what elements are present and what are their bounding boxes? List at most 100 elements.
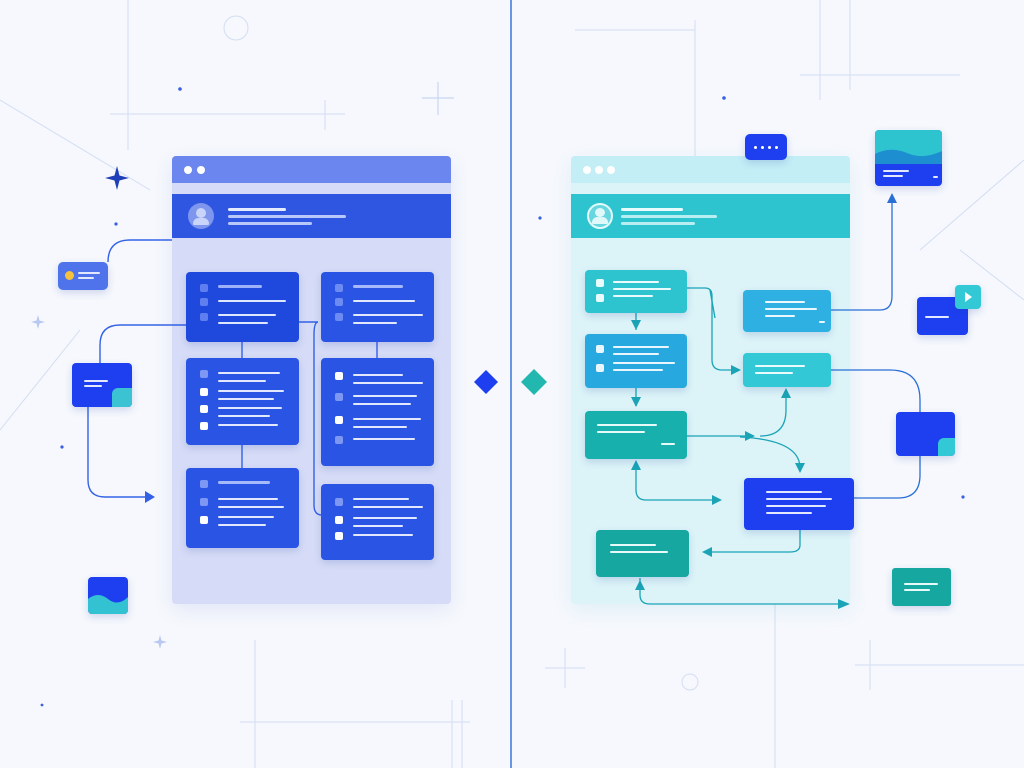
window-dot — [197, 166, 205, 174]
text-line — [613, 362, 675, 364]
left-window-header — [172, 194, 451, 238]
bullet — [200, 422, 208, 430]
text-line — [353, 517, 417, 519]
user-icon — [587, 203, 613, 229]
text-line — [353, 382, 423, 384]
card-a[interactable] — [186, 272, 299, 342]
text-line — [765, 315, 795, 317]
floating-note-card[interactable] — [72, 363, 132, 407]
text-line — [218, 372, 280, 374]
card-2[interactable] — [585, 334, 687, 388]
card-4[interactable] — [743, 290, 831, 332]
floating-pill[interactable] — [745, 134, 787, 160]
text-line — [218, 285, 262, 288]
text-line — [353, 314, 423, 316]
window-dot — [607, 166, 615, 174]
bullet — [335, 532, 343, 540]
text-line — [755, 365, 805, 367]
text-line — [755, 372, 793, 374]
bullet — [200, 480, 208, 488]
text-line — [218, 407, 282, 409]
floating-chip[interactable] — [58, 262, 108, 290]
text-line — [218, 300, 286, 302]
text-line — [353, 534, 413, 536]
text-line — [613, 353, 659, 355]
text-line — [613, 295, 653, 297]
bullet — [200, 516, 208, 524]
play-icon[interactable] — [955, 285, 981, 309]
card-1[interactable] — [585, 270, 687, 313]
text-line — [613, 369, 663, 371]
header-text-line — [621, 222, 695, 225]
text-line — [597, 424, 657, 426]
text-line — [904, 589, 930, 591]
text-line — [925, 316, 949, 318]
text-line — [218, 524, 266, 526]
text-line — [218, 322, 268, 324]
image-icon — [88, 577, 128, 614]
card-c[interactable] — [186, 358, 299, 445]
bullet — [200, 405, 208, 413]
floating-teal-card[interactable] — [892, 568, 951, 606]
bullet — [335, 298, 343, 306]
bullet — [335, 372, 343, 380]
text-line — [353, 506, 423, 508]
right-window-titlebar — [571, 156, 850, 183]
bullet — [335, 498, 343, 506]
text-line — [218, 516, 274, 518]
bullet — [200, 498, 208, 506]
diamond-icon — [474, 370, 498, 394]
header-text-line — [228, 215, 346, 218]
header-text-line — [621, 208, 683, 211]
text-line — [353, 285, 403, 288]
text-line — [766, 491, 822, 493]
bullet — [596, 364, 604, 372]
card-e[interactable] — [186, 468, 299, 548]
text-line — [218, 398, 274, 400]
text-line — [353, 395, 417, 397]
floating-square-card[interactable] — [896, 412, 955, 456]
bullet — [200, 370, 208, 378]
card-b[interactable] — [321, 272, 434, 342]
text-line — [353, 374, 403, 376]
bullet — [335, 436, 343, 444]
diamond-icon — [521, 369, 547, 395]
text-line — [218, 390, 284, 392]
card-f[interactable] — [321, 484, 434, 560]
text-line — [353, 426, 407, 428]
card-5[interactable] — [743, 353, 831, 387]
text-line — [613, 281, 659, 283]
card-7[interactable] — [596, 530, 689, 577]
bullet — [335, 393, 343, 401]
text-line — [766, 498, 832, 500]
left-window-titlebar — [172, 156, 451, 183]
card-d[interactable] — [321, 358, 434, 466]
header-text-line — [228, 222, 312, 225]
text-line — [613, 346, 669, 348]
text-line — [904, 583, 938, 585]
text-line — [84, 380, 108, 382]
card-6[interactable] — [744, 478, 854, 530]
floating-media-card[interactable] — [875, 130, 942, 186]
card-3[interactable] — [585, 411, 687, 459]
bullet — [596, 345, 604, 353]
text-line — [765, 308, 817, 310]
status-dot — [65, 271, 74, 280]
text-line — [765, 301, 805, 303]
text-line — [218, 424, 278, 426]
text-line — [353, 438, 415, 440]
window-dot — [184, 166, 192, 174]
header-text-line — [621, 215, 717, 218]
text-line — [353, 418, 421, 420]
sparkle-icon — [153, 635, 167, 649]
text-line — [78, 277, 94, 279]
bullet — [335, 284, 343, 292]
text-line — [218, 498, 278, 500]
more-icon — [819, 321, 825, 323]
text-line — [597, 431, 645, 433]
text-line — [218, 506, 284, 508]
